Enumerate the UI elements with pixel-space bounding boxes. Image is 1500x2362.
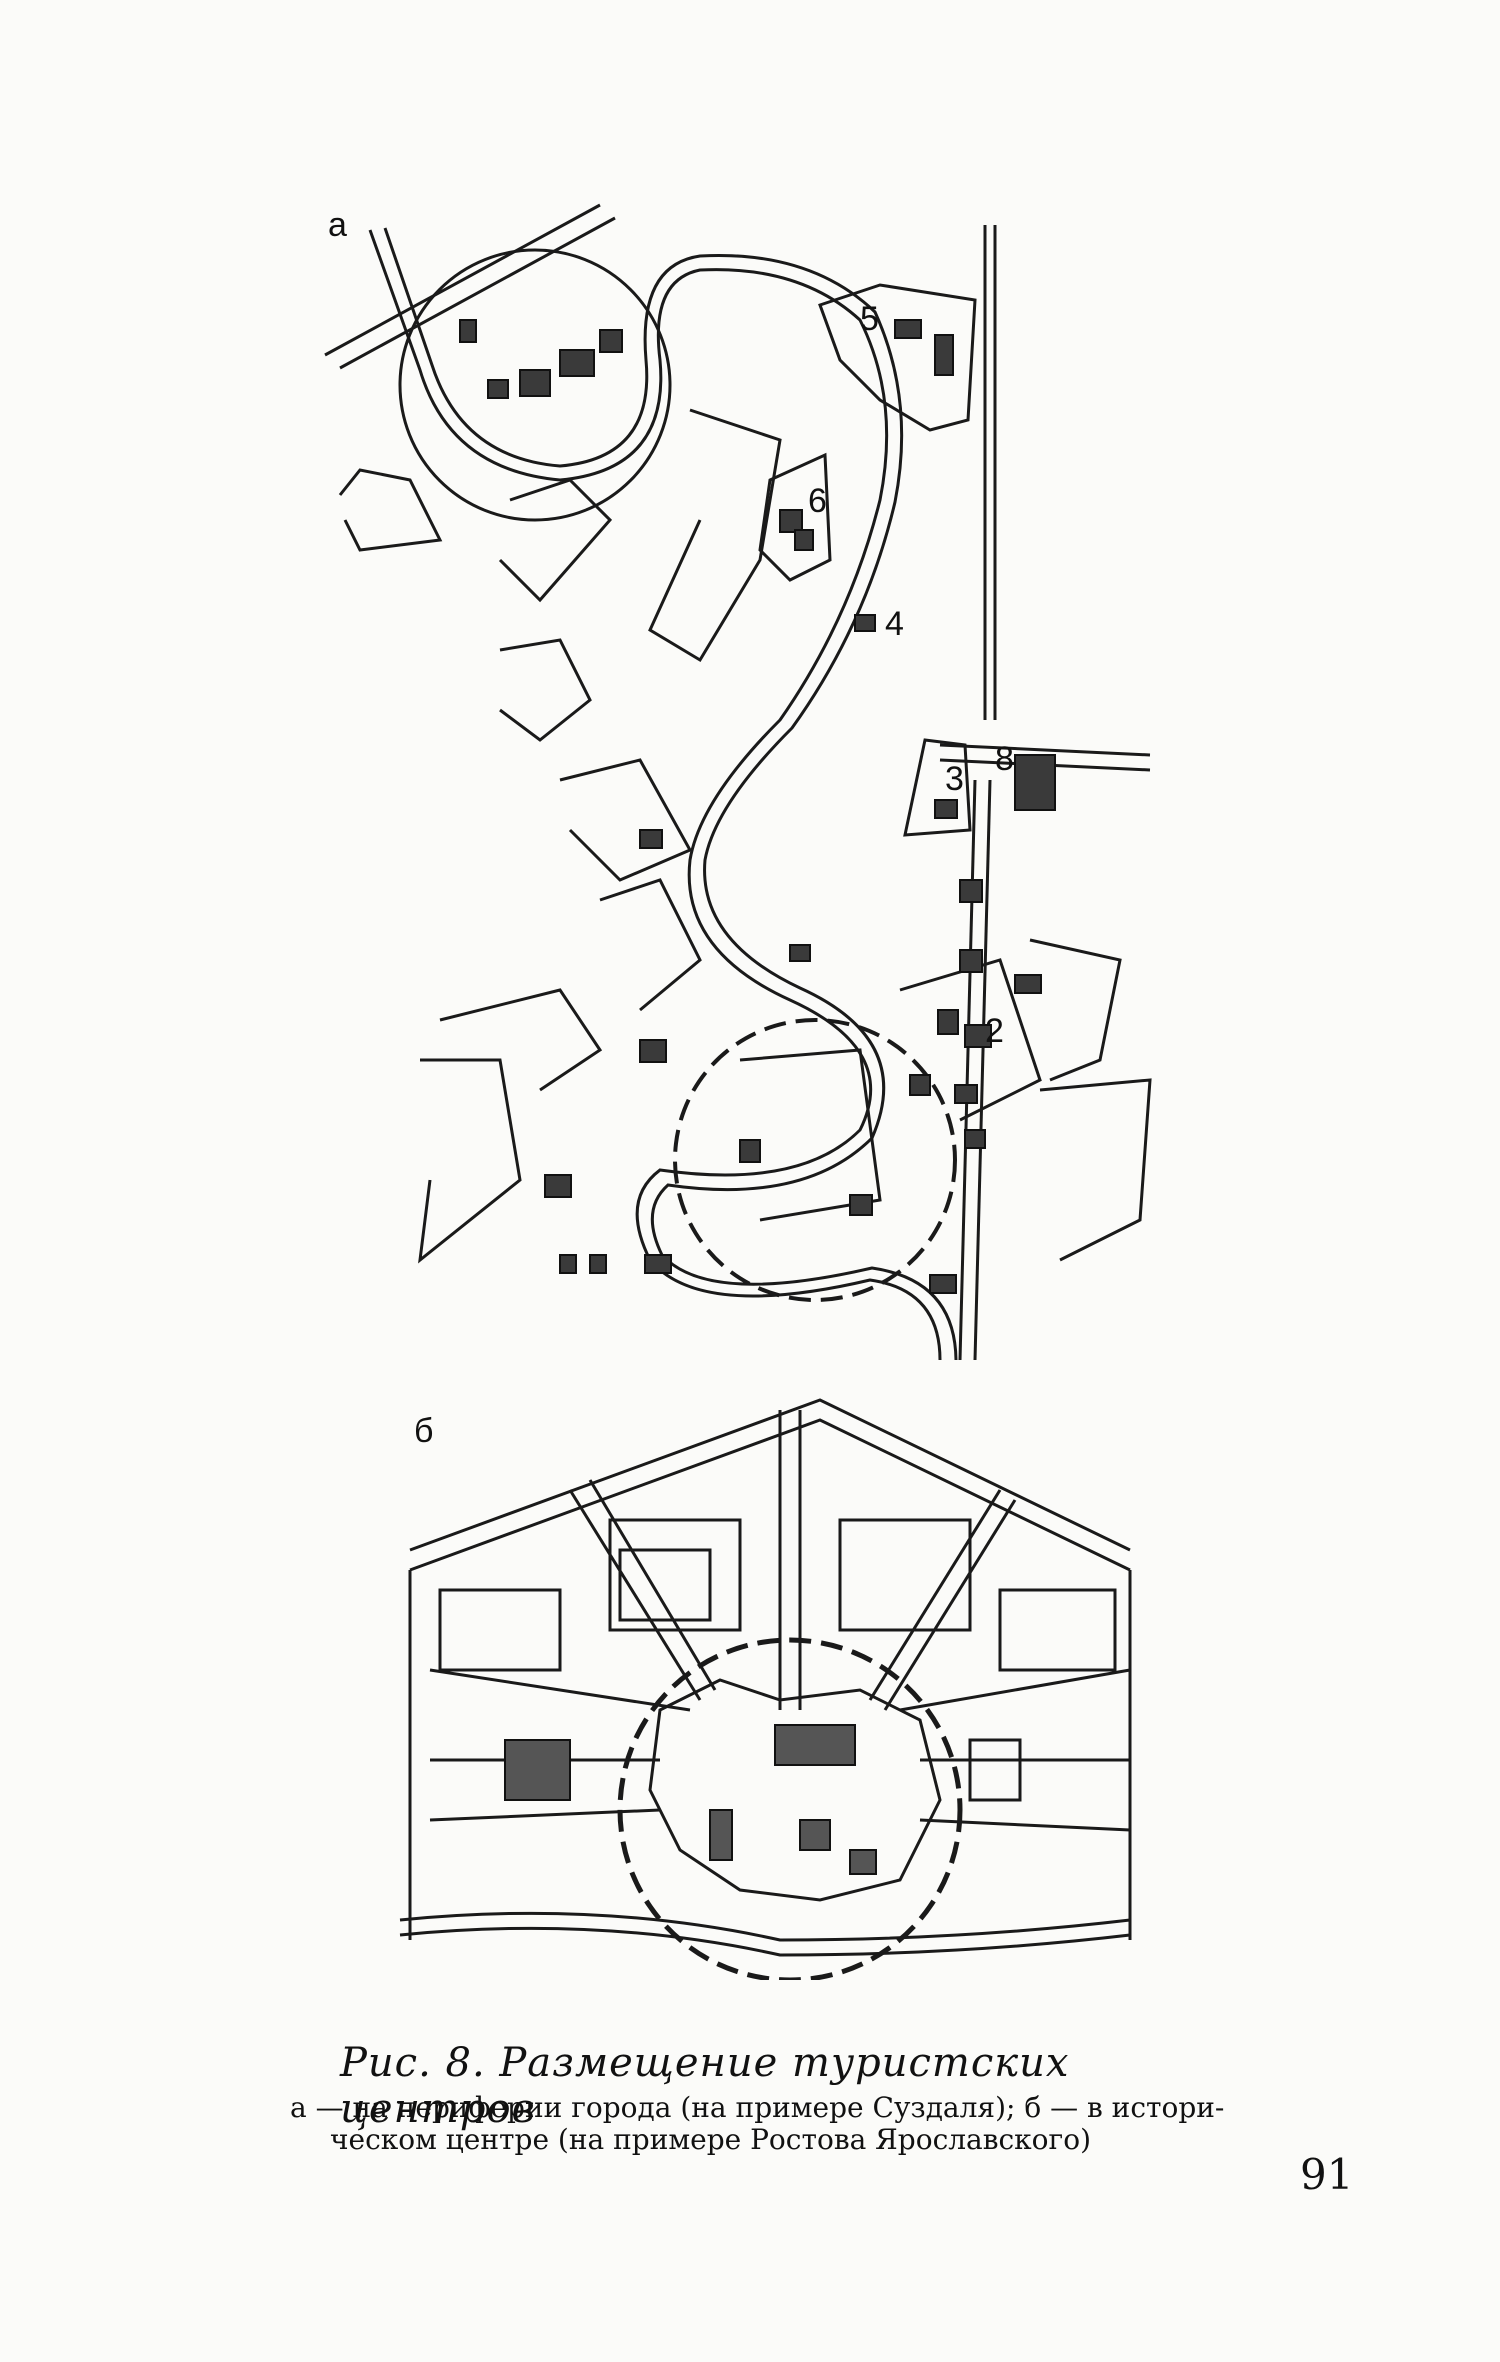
kremlin-3-wall — [903, 738, 972, 837]
figure-caption-body: а — на периферии города (на примере Сузд… — [290, 2092, 1270, 2156]
map-suzdal: a 5 6 4 3 8 2 — [324, 203, 1152, 1361]
river-kamenka-inner — [383, 227, 958, 1361]
monastery-6-wall — [758, 452, 832, 582]
tourist-center-circle-rostov — [617, 1637, 963, 1980]
tourist-center-circle-1 — [398, 248, 672, 522]
map-label-5: 5 — [860, 300, 879, 338]
tourist-center-circle-dashed — [673, 1018, 957, 1302]
map-label-8: 8 — [995, 740, 1014, 778]
map-b-letter: б — [414, 1412, 433, 1450]
map-label-3: 3 — [945, 760, 964, 798]
river-kamenka-outer — [368, 229, 942, 1361]
map-label-4: 4 — [885, 605, 904, 643]
caption-line-2: ческом центре (на примере Ростова Яросла… — [330, 2123, 1091, 2156]
map-label-2: 2 — [985, 1012, 1004, 1050]
figure-caption-title: Рис. 8. Размещение туристских центров — [340, 2040, 1070, 2132]
map-rostov: б — [399, 1398, 1132, 1980]
lake-shore-inner — [399, 1926, 1131, 1957]
page-number: 91 — [1300, 2150, 1354, 2199]
monastery-5-wall — [818, 283, 977, 432]
map-label-6: 6 — [808, 482, 827, 520]
map-a-letter: a — [328, 206, 347, 244]
kremlin-rostov-wall — [648, 1678, 942, 1902]
lake-shore-outer — [399, 1911, 1131, 1942]
caption-line-1: а — на периферии города (на примере Сузд… — [290, 2091, 1225, 2124]
